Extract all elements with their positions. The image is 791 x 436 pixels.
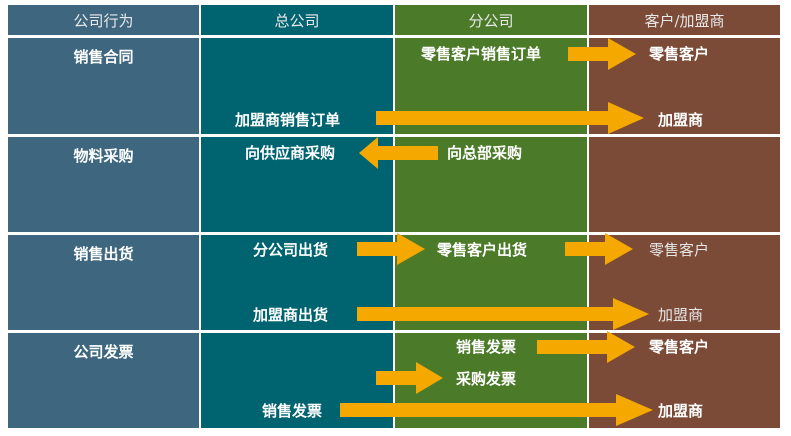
branch-shipment-label: 分公司出货 — [253, 241, 329, 259]
arrow-right-icon — [376, 102, 644, 134]
sales-invoice-label: 销售发票 — [456, 338, 517, 356]
retail-shipment-label: 零售客户出货 — [437, 241, 528, 259]
franchise-label: 加盟商 — [658, 111, 704, 129]
hq-sales-invoice-label: 销售发票 — [262, 402, 323, 420]
row-company-invoice: 公司发票 — [8, 333, 199, 428]
arrow-left-icon — [359, 137, 438, 169]
purchase-from-supplier-label: 向供应商采购 — [245, 144, 336, 162]
row-label: 销售出货 — [73, 245, 134, 263]
row-sales-shipment: 销售出货 — [8, 235, 199, 330]
header-customer-franchise: 客户/加盟商 — [589, 5, 780, 35]
cell-customer — [589, 137, 780, 232]
row-label: 物料采购 — [73, 147, 134, 165]
retail-customer-label: 零售客户 — [649, 338, 710, 356]
row-sales-contract: 销售合同 — [8, 38, 199, 134]
header-company-action: 公司行为 — [8, 5, 199, 35]
header-branch: 分公司 — [395, 5, 587, 35]
arrow-right-icon — [340, 394, 653, 426]
arrow-right-icon — [565, 233, 633, 265]
arrow-right-icon — [376, 362, 443, 394]
row-label: 公司发票 — [73, 343, 134, 361]
purchase-invoice-label: 采购发票 — [456, 370, 517, 388]
cell-hq — [201, 38, 393, 134]
arrow-right-icon — [537, 331, 635, 363]
arrow-right-icon — [568, 38, 636, 70]
arrow-right-icon — [357, 233, 425, 265]
franchise-shipment-label: 加盟商出货 — [253, 306, 329, 324]
header-headquarters: 总公司 — [201, 5, 393, 35]
retail-customer-label: 零售客户 — [649, 241, 710, 259]
retail-sales-order-label: 零售客户销售订单 — [421, 45, 542, 63]
franchise-sales-order-label: 加盟商销售订单 — [235, 111, 341, 129]
purchase-from-hq-label: 向总部采购 — [447, 144, 523, 162]
franchise-label: 加盟商 — [658, 402, 704, 420]
row-material-purchase: 物料采购 — [8, 137, 199, 232]
franchise-label: 加盟商 — [658, 306, 704, 324]
retail-customer-label: 零售客户 — [649, 45, 710, 63]
row-label: 销售合同 — [73, 48, 134, 66]
arrow-right-icon — [357, 298, 649, 330]
